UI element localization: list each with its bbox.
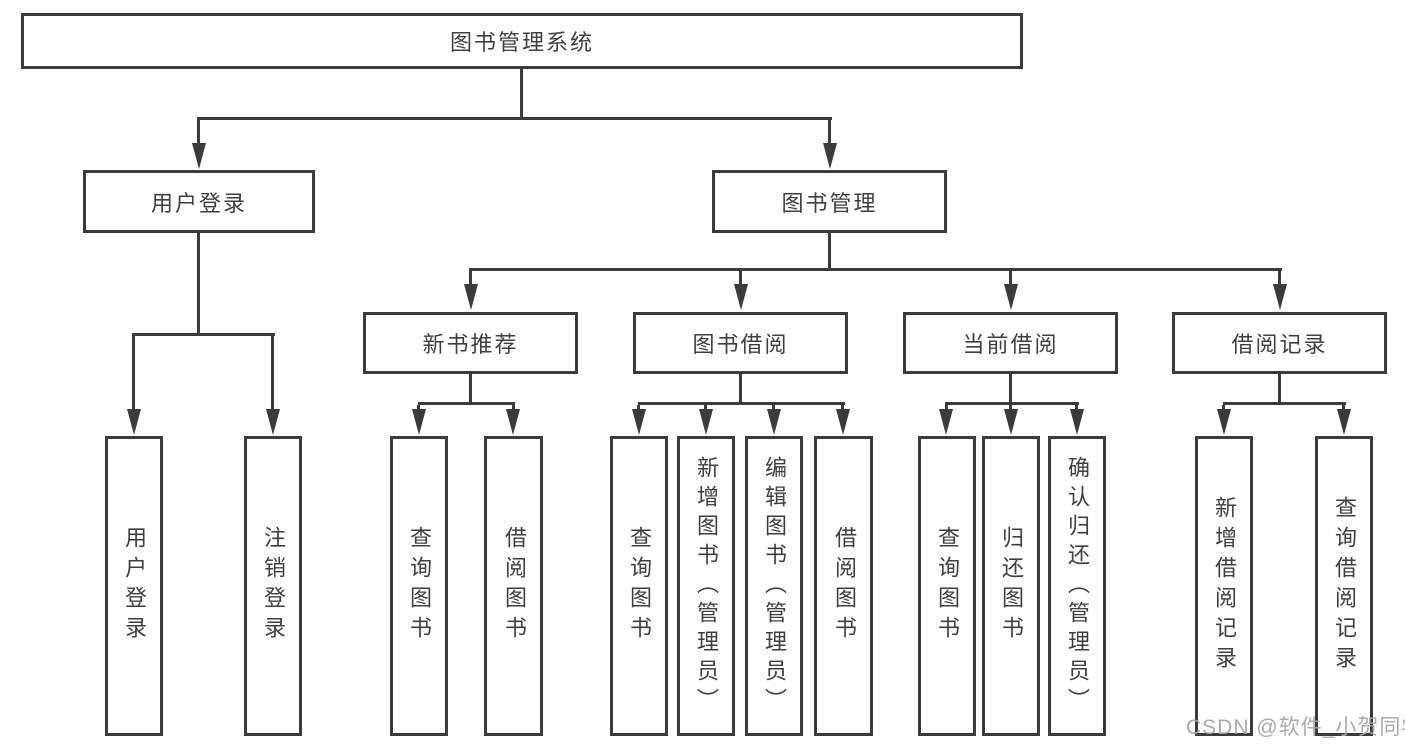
arrowhead-leaf8-icon <box>836 409 850 435</box>
edge-l3-2-drop <box>739 271 742 285</box>
node-current-borrowing: 当前借阅 <box>903 312 1118 374</box>
arrowhead-leaf7-icon <box>767 409 781 435</box>
node-root-system: 图书管理系统 <box>21 13 1023 69</box>
csdn-watermark: CSDN @软件_小贺同学 <box>1186 716 1405 739</box>
arrowhead-leaf6-icon <box>699 409 713 435</box>
arrowhead-l3-2-icon <box>734 284 748 310</box>
node-book-borrowing: 图书借阅 <box>633 312 848 374</box>
edge-records-hline <box>1223 402 1346 405</box>
edge-userlogin-hline <box>132 333 275 336</box>
arrowhead-l3-4-icon <box>1273 284 1287 310</box>
arrowhead-leaf10-icon <box>1004 409 1018 435</box>
edge-root-stem <box>520 69 523 120</box>
node-borrowing-records: 借阅记录 <box>1172 312 1387 374</box>
edge-l3-1-drop <box>469 271 472 285</box>
arrowhead-leaf9-icon <box>939 409 953 435</box>
edge-bookmgmt-stem <box>828 233 831 270</box>
edge-bookmgmt-hline <box>469 268 1282 271</box>
arrowhead-l3-1-icon <box>464 284 478 310</box>
arrowhead-leaf1-icon <box>127 409 141 435</box>
leaf-query-books-current: 查询图书 <box>918 436 976 736</box>
edge-borrowing-stem <box>739 374 742 404</box>
leaf-edit-book-admin: 编辑图书（管理员） <box>745 436 803 736</box>
edge-leaf1-drop <box>132 336 135 411</box>
arrowhead-l3-3-icon <box>1004 284 1018 310</box>
leaf-query-books-borrowing: 查询图书 <box>610 436 668 736</box>
leaf-logout-login: 注销登录 <box>244 436 302 736</box>
leaf-confirm-return-admin: 确认归还（管理员） <box>1048 436 1106 736</box>
edge-root-hline <box>197 117 832 120</box>
arrowhead-leaf11-icon <box>1070 409 1084 435</box>
edge-userlogin-stem <box>197 233 200 335</box>
edge-l3-4-drop <box>1278 271 1281 285</box>
arrowhead-user-login-icon <box>192 143 206 169</box>
node-new-book-recommend: 新书推荐 <box>363 312 578 374</box>
leaf-return-book: 归还图书 <box>982 436 1040 736</box>
leaf-user-login: 用户登录 <box>105 436 163 736</box>
leaf-borrow-books-borrowing: 借阅图书 <box>814 436 873 736</box>
arrowhead-leaf5-icon <box>632 409 646 435</box>
edge-records-stem <box>1278 374 1281 404</box>
node-book-management: 图书管理 <box>712 170 947 233</box>
edge-borrowing-hline <box>638 402 845 405</box>
leaf-borrow-books-recommend: 借阅图书 <box>484 436 543 736</box>
node-user-login: 用户登录 <box>83 170 315 233</box>
edge-leaf2-drop <box>271 336 274 411</box>
edge-recommend-hline <box>418 402 515 405</box>
edge-book-mgmt-drop <box>828 120 831 146</box>
arrowhead-leaf13-icon <box>1337 409 1351 435</box>
leaf-add-book-admin: 新增图书（管理员） <box>677 436 735 736</box>
edge-current-hline <box>945 402 1079 405</box>
arrowhead-leaf3-icon <box>412 409 426 435</box>
arrowhead-book-mgmt-icon <box>823 143 837 169</box>
arrowhead-leaf12-icon <box>1217 409 1231 435</box>
edge-recommend-stem <box>469 374 472 404</box>
edge-current-stem <box>1009 374 1012 404</box>
leaf-add-borrow-record: 新增借阅记录 <box>1195 436 1253 736</box>
arrowhead-leaf4-icon <box>506 409 520 435</box>
edge-user-login-drop <box>197 120 200 146</box>
leaf-query-books-recommend: 查询图书 <box>390 436 448 736</box>
leaf-query-borrow-record: 查询借阅记录 <box>1315 436 1373 736</box>
arrowhead-leaf2-icon <box>266 409 280 435</box>
edge-l3-3-drop <box>1009 271 1012 285</box>
